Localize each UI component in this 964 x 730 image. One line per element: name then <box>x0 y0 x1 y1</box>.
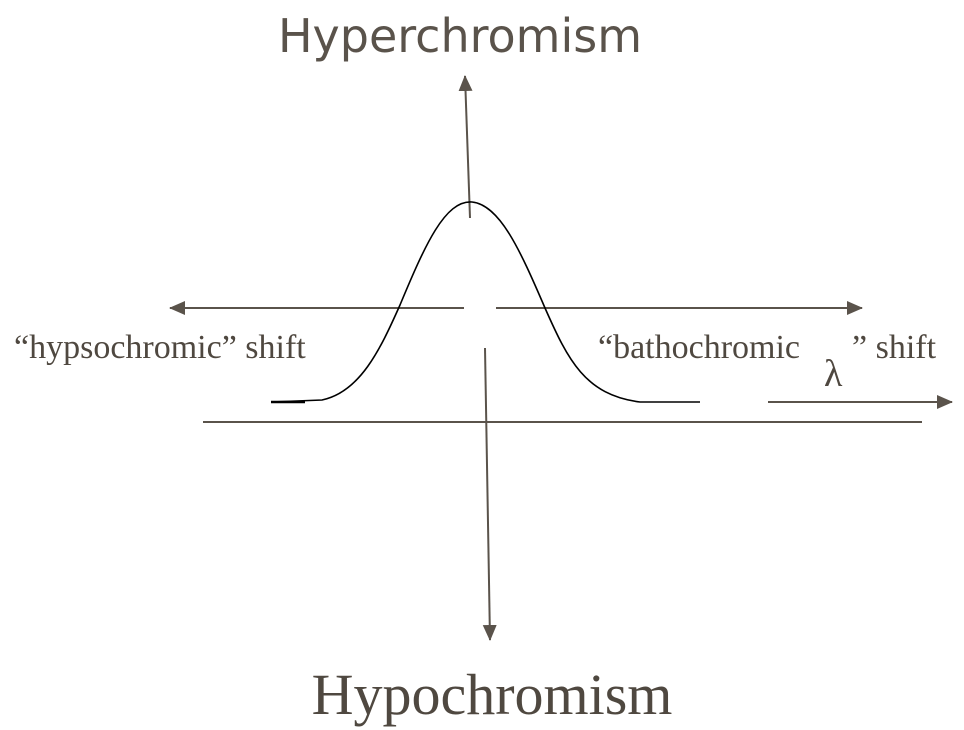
bathochromic-shift-label-part1: “bathochromic <box>598 329 800 366</box>
hyperchromism-arrow <box>458 75 473 219</box>
lambda-symbol: λ <box>824 353 843 395</box>
hyperchromism-label: Hyperchromism <box>278 9 642 63</box>
hypochromism-label: Hypochromism <box>312 662 673 727</box>
hypochromism-arrow <box>482 347 497 641</box>
bathochromic-shift-label-part2: ” shift <box>852 329 937 366</box>
hypsochromic-shift-label: “hypsochromic” shift <box>14 329 306 366</box>
absorption-band-curve <box>270 201 700 403</box>
